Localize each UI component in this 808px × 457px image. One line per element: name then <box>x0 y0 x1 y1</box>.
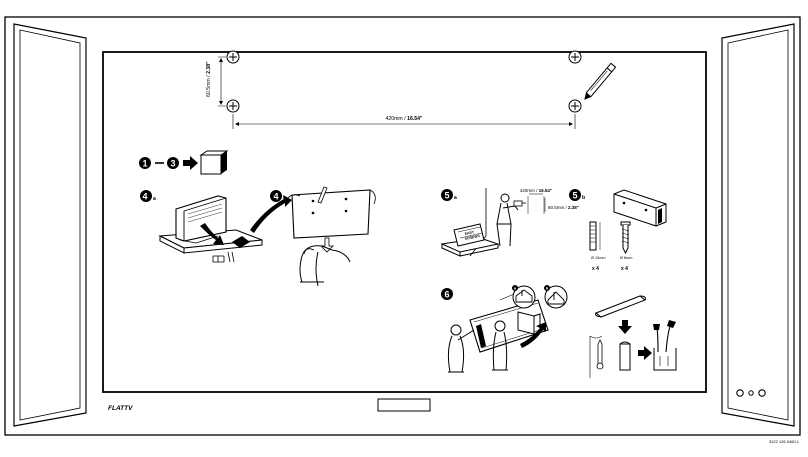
detail-b-icon: b <box>544 285 568 309</box>
pencil-icon <box>584 62 617 100</box>
svg-text:a: a <box>153 196 156 202</box>
svg-text:3: 3 <box>170 159 175 169</box>
arrow-right-icon <box>183 156 198 170</box>
step-5b: 5 b Ø 10mm Ø 8mm x 4 x 4 <box>569 189 667 272</box>
svg-text:a: a <box>454 195 457 201</box>
tray-label-easy: EASY <box>464 230 475 236</box>
control-buttons <box>736 389 766 397</box>
tv-screen <box>102 51 707 393</box>
wall-bracket-icon <box>613 189 667 227</box>
tv-outer-frame <box>4 16 801 436</box>
svg-text:a: a <box>514 286 517 291</box>
crosshair-icon <box>568 99 582 113</box>
arrow-right-icon <box>638 346 652 360</box>
vertical-dimension-label: 60.5mm / 2.38" <box>206 61 212 97</box>
svg-text:1: 1 <box>142 159 147 169</box>
crosshair-icon <box>226 99 240 113</box>
brand-logo: FLATTV <box>108 405 133 412</box>
screw-size-label: Ø 8mm <box>620 256 632 260</box>
curved-arrow-icon <box>250 195 292 233</box>
svg-text:4: 4 <box>273 192 278 202</box>
step5a-horizontal-dimension: 420mm / 16.54" <box>520 188 552 193</box>
tray-label-screws: SCREWS <box>464 234 481 241</box>
hanging-tv-illustration <box>447 293 549 373</box>
document-code: 3122 126 0460.1 <box>769 439 800 444</box>
box-icon <box>199 150 229 175</box>
curved-arrow-icon <box>200 223 224 245</box>
wall-plug-icon <box>589 221 597 251</box>
arrow-down-icon <box>618 320 632 334</box>
screw-quantity: x 4 <box>621 266 628 272</box>
cable-cover-illustration <box>589 295 677 378</box>
svg-text:5: 5 <box>444 191 449 201</box>
mounting-hole-template: 60.5mm / 2.38" 420mm / 16.54" <box>206 50 617 129</box>
plug-size-label: Ø 10mm <box>591 256 606 260</box>
svg-text:6: 6 <box>444 290 449 300</box>
step5a-vertical-dimension: 60.5mm / 2.38" <box>548 205 579 210</box>
svg-text:b: b <box>582 195 585 201</box>
crosshair-icon <box>568 50 582 64</box>
tv-back-cover-illustration <box>285 186 376 287</box>
svg-text:5: 5 <box>572 191 577 201</box>
svg-text:b: b <box>546 286 549 291</box>
detail-a-icon: a <box>512 285 536 309</box>
plug-quantity: x 4 <box>592 266 599 272</box>
svg-text:4: 4 <box>142 192 147 202</box>
step-1-3: 1 3 <box>139 150 229 175</box>
left-speaker <box>13 23 87 427</box>
curved-arrow-icon <box>520 322 546 348</box>
screw-icon <box>620 221 631 255</box>
wall-drilling-illustration: 420mm / 16.54" 60.5mm / 2.38" <box>440 188 579 257</box>
crosshair-icon <box>226 50 240 64</box>
step-4b: 4 b <box>270 186 376 287</box>
tv-on-table-illustration <box>158 195 292 263</box>
svg-text:b: b <box>283 196 286 202</box>
center-badge <box>377 398 431 412</box>
step-5a: 5 a 420mm / 16.54" 60.5mm / 2.38" <box>440 188 579 257</box>
horizontal-dimension-label: 420mm / 16.54" <box>385 116 423 122</box>
right-speaker <box>721 23 795 427</box>
step-4a: 4 a <box>140 190 292 263</box>
step-6: 6 a b <box>441 285 568 373</box>
